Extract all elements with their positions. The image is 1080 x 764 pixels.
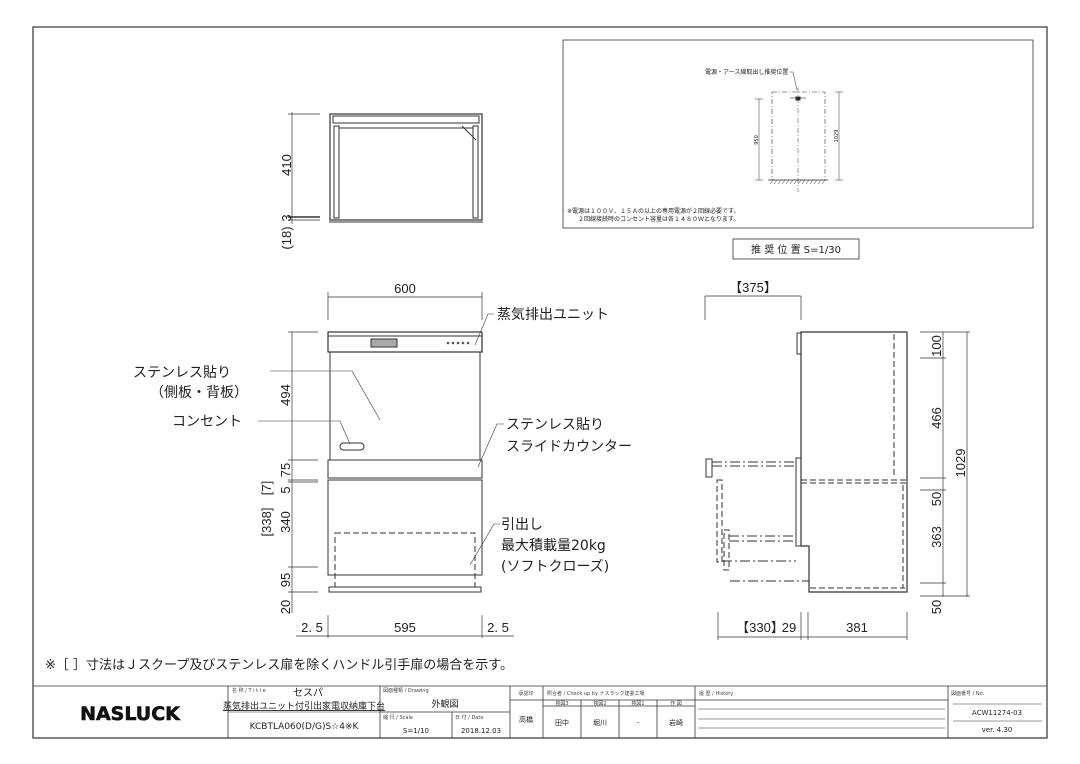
side-view: 【375】 100 466 50 363 50 1029 【330】 29 38…: [704, 280, 970, 640]
inset-note-1: ※電源は１００Ｖ、１５Ａの以上の専用電源が２回線必要です。: [567, 207, 739, 215]
scale: S=1/10: [403, 727, 429, 735]
model-number: KCBTLA060(D/G)S☆4※K: [250, 722, 360, 732]
dim-595: 595: [394, 620, 416, 635]
dim-2-5-left: 2. 5: [301, 620, 323, 635]
dim-5: 5: [278, 486, 293, 493]
dim-466: 466: [929, 407, 944, 429]
checker: 田中: [555, 718, 569, 727]
steam-unit: [327, 331, 483, 353]
label-drawer-2: 最大積載量20kg: [501, 538, 606, 554]
scale-label: 縮 尺 / Scale: [383, 714, 413, 721]
dim-100: 100: [929, 335, 944, 357]
drawing-type: 外観図: [431, 698, 458, 710]
dim-3: 3: [279, 214, 294, 221]
version: ver. 4.30: [982, 726, 1013, 734]
dim-381: 381: [846, 620, 868, 635]
date: 2018.12.03: [461, 727, 501, 735]
dim-95: 95: [278, 573, 293, 587]
plan-view: 410 3 (18): [279, 112, 483, 250]
slide-counter: [327, 459, 483, 479]
dim-18: (18): [279, 226, 294, 249]
label-drawer-1: 引出し: [501, 517, 543, 533]
checker: 堀川: [593, 718, 607, 727]
dim-2-5-right: 2. 5: [487, 620, 509, 635]
approver: 高橋: [519, 715, 533, 724]
drafter: 岩崎: [669, 718, 683, 727]
front-view: 600 494 75 5 [7] 340 [338] 95 20 2. 5 59: [133, 281, 632, 638]
dim-494: 494: [278, 384, 293, 406]
dim-29: 29: [782, 620, 796, 635]
label-drawer-3: (ソフトクローズ): [501, 559, 609, 575]
check-col-header: 作 図: [670, 700, 682, 707]
check-col-header: 検図2: [593, 700, 606, 707]
dim-50-lower: 50: [929, 600, 944, 614]
dim-363: 363: [929, 526, 944, 548]
history-label: 履 歴 / History: [699, 691, 733, 697]
label-steam-unit: 蒸気排出ユニット: [497, 307, 609, 323]
dim-375: 【375】: [729, 280, 777, 295]
label-stainless: ステンレス貼り: [133, 365, 231, 381]
dim-600: 600: [394, 281, 416, 296]
dim-50-upper: 50: [929, 492, 944, 506]
inset-dim-1029: 1029: [834, 130, 840, 143]
sheet-frame: [32, 26, 1048, 739]
dim-7: [7]: [259, 481, 274, 495]
power-position-inset: 電源・アース線取出し推奨位置 950 1029 ※電源は１００Ｖ、１５Ａの以上の…: [562, 39, 1034, 260]
inset-label: 電源・アース線取出し推奨位置: [705, 68, 788, 76]
inset-dim-950: 950: [754, 135, 760, 145]
dim-330: 【330】: [736, 620, 784, 635]
title-label: 名 称 / T i t l e: [232, 687, 266, 694]
label-counter-2: スライドカウンター: [506, 439, 632, 455]
dim-75: 75: [278, 463, 293, 477]
drawing-no-label: 図面番号 / No.: [951, 690, 985, 697]
drawer: [327, 479, 483, 576]
label-sides: （側板・背板）: [150, 385, 248, 401]
dim-1029: 1029: [953, 449, 968, 478]
approval-label: 承認印: [518, 690, 533, 697]
inset-caption: 推 奨 位 置 S=1/30: [751, 243, 841, 256]
title-block: NASLUCK 名 称 / T i t l e セスパ 蒸気排出ユニット付引出家…: [33, 685, 1047, 738]
dim-338: [338]: [259, 508, 274, 537]
check-label: 照合者 / Check up by ナスラック建委工場: [547, 690, 645, 697]
title-main: セスパ: [293, 687, 323, 699]
dim-340: 340: [278, 511, 293, 533]
checker: -: [637, 719, 640, 727]
outlet: [339, 442, 365, 451]
drawing-no: ACW11274-03: [972, 709, 1022, 717]
nasluck-logo: NASLUCK: [80, 703, 181, 725]
label-counter-1: ステンレス貼り: [506, 417, 604, 433]
dim-410: 410: [279, 154, 294, 176]
date-label: 日 付 / Date: [455, 714, 483, 721]
title-sub: 蒸気排出ユニット付引出家電収納庫下台: [223, 700, 385, 712]
drawing-label: 図面種類 / Drawing: [383, 687, 429, 694]
dim-20: 20: [278, 600, 293, 614]
inset-note-2: ２回線接続時のコンセント容量は各１４８０Ｗとなります。: [578, 215, 739, 223]
footnote: ※［ ］寸法はＪスクープ及びステンレス扉を除くハンドル引手扉の場合を示す。: [45, 657, 513, 673]
check-col-header: 検図3: [555, 700, 568, 707]
label-outlet: コンセント: [172, 414, 242, 430]
check-col-header: 検図1: [631, 700, 644, 707]
